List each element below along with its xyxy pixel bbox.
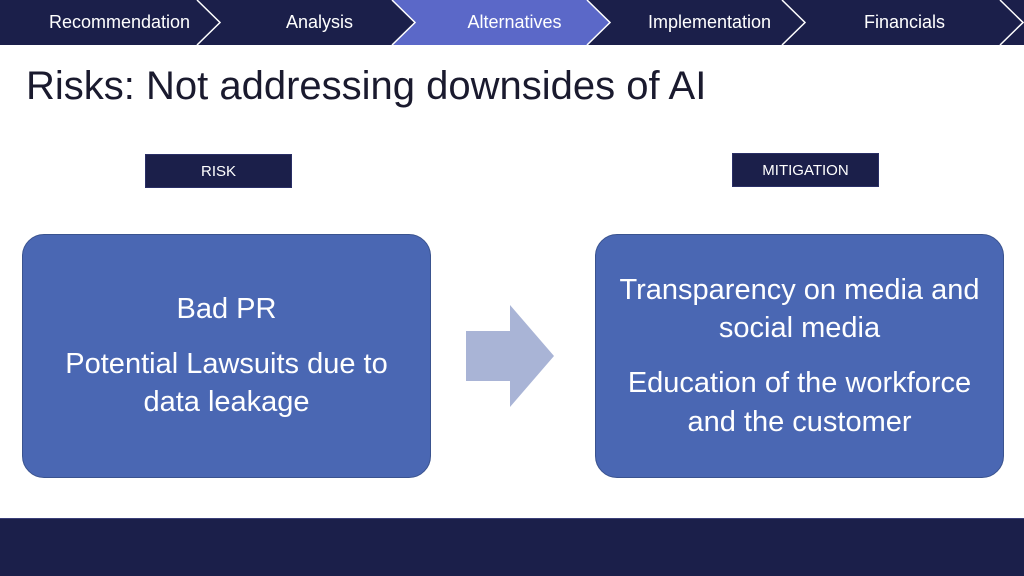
risk-header: RISK — [145, 154, 292, 188]
mitigation-line: Education of the workforce and the custo… — [627, 367, 972, 438]
right-arrow-icon — [466, 305, 554, 407]
nav-item-implementation[interactable]: Implementation — [647, 12, 772, 32]
nav-separator — [391, 0, 417, 45]
nav-item-alternatives[interactable]: Alternatives — [467, 12, 562, 32]
nav-active-highlight — [392, 0, 610, 45]
risk-line: Bad PR — [176, 293, 277, 326]
mitigation-line: Transparency on media and social media — [619, 273, 980, 345]
nav-item-recommendation[interactable]: Recommendation — [48, 12, 191, 32]
page-title: Risks: Not addressing downsides of AI — [26, 64, 707, 108]
nav-chevron-strip — [0, 0, 1024, 45]
mitigation-card: Transparency on media and social media E… — [595, 234, 1004, 478]
nav-separator — [586, 0, 612, 45]
section-nav: Recommendation Analysis Alternatives Imp… — [0, 0, 1024, 45]
footer-bar — [0, 518, 1024, 576]
risk-card: Bad PR Potential Lawsuits due to data le… — [22, 234, 431, 478]
risk-line: Potential Lawsuits due to data leakage — [65, 347, 388, 419]
nav-item-financials[interactable]: Financials — [863, 12, 946, 32]
mitigation-header: MITIGATION — [732, 153, 879, 187]
nav-separator — [999, 0, 1024, 45]
nav-item-analysis[interactable]: Analysis — [285, 12, 354, 32]
nav-separator — [781, 0, 807, 45]
nav-separator — [196, 0, 222, 45]
